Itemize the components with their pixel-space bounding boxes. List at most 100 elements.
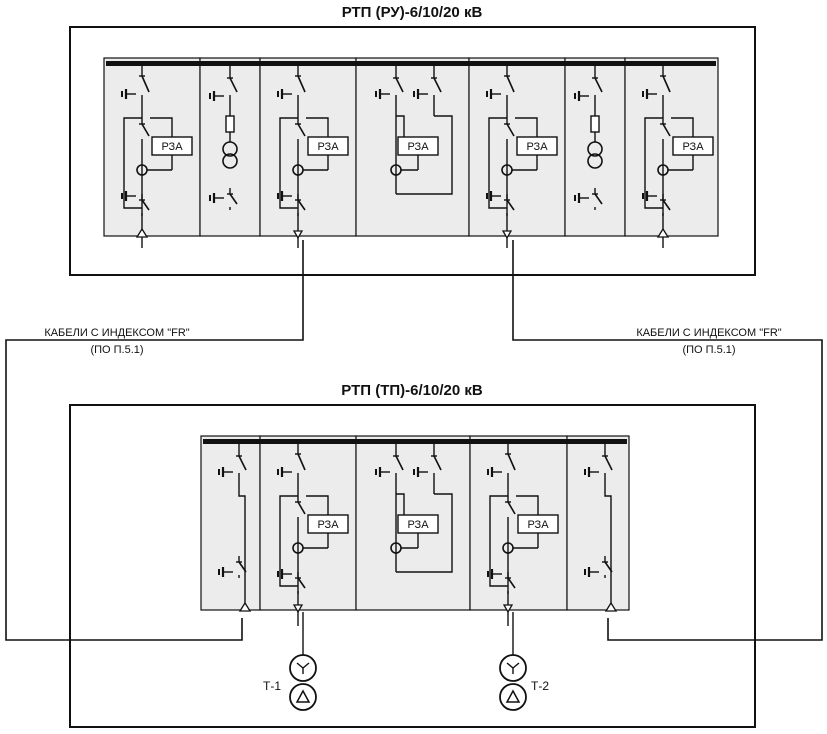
rza-relay-box: РЗА	[516, 136, 558, 156]
transformer-winding-lv-icon	[289, 683, 317, 711]
earth-switch	[121, 89, 136, 99]
busbar	[203, 439, 627, 444]
disconnector	[602, 450, 613, 476]
transformer-2: Т-2	[499, 612, 549, 711]
bottom-switchgear: РЗА РЗА РЗА	[200, 435, 630, 626]
panel-line-rza-1: РЗА	[103, 57, 201, 248]
transformer-1: Т-1	[263, 612, 317, 711]
rza-relay-box: РЗА	[397, 136, 439, 156]
disconnector	[393, 72, 404, 98]
rza-label: РЗА	[317, 141, 339, 153]
voltage-transformer-icon	[587, 153, 603, 169]
panel-cell	[564, 57, 626, 237]
earth-blade	[504, 194, 515, 216]
panel-line-rza-2: РЗА	[259, 435, 357, 626]
panel-isol-1	[200, 435, 261, 612]
earth-switch	[218, 567, 233, 577]
panel-cell	[199, 57, 261, 237]
delta-icon	[295, 689, 311, 703]
disconnector	[295, 448, 306, 476]
rza-relay-box: РЗА	[672, 136, 714, 156]
earth-switch	[413, 467, 428, 477]
rza-relay-box: РЗА	[151, 136, 193, 156]
fuse-icon	[590, 115, 600, 133]
panel-vt-2	[199, 57, 261, 237]
rza-label: РЗА	[317, 519, 339, 531]
circuit-breaker	[295, 118, 306, 142]
panel-sect-rza-3: РЗА	[355, 435, 471, 611]
earth-switch	[486, 191, 501, 201]
earth-switch	[486, 89, 501, 99]
fuse-icon	[225, 115, 235, 133]
circuit-breaker	[505, 496, 516, 520]
panel-line-rza-4: РЗА	[469, 435, 568, 626]
top-station-title: РТП (РУ)-6/10/20 кВ	[342, 4, 483, 21]
earth-switch	[218, 467, 233, 477]
earth-blade	[602, 556, 613, 578]
top-station: РТП (РУ)-6/10/20 кВ РЗА РЗА РЗА РЗА РЗА	[69, 4, 756, 276]
earth-switch	[375, 89, 390, 99]
earth-switch	[413, 89, 428, 99]
earth-blade	[592, 188, 603, 210]
rza-relay-box: РЗА	[307, 136, 349, 156]
panel-vt-6	[564, 57, 626, 237]
voltage-transformer-icon	[222, 141, 238, 157]
earth-switch	[584, 467, 599, 477]
disconnector	[236, 450, 247, 476]
earth-switch	[584, 567, 599, 577]
top-switchgear: РЗА РЗА РЗА РЗА РЗА	[103, 57, 719, 248]
earth-switch	[642, 89, 657, 99]
earth-switch	[277, 191, 292, 201]
disconnector	[505, 448, 516, 476]
delta-icon	[505, 689, 521, 703]
earth-blade	[139, 194, 150, 216]
cable-note-left-line2: (ПО П.5.1)	[90, 344, 143, 356]
panel-line-rza-3: РЗА	[259, 57, 357, 248]
earth-switch	[574, 91, 589, 101]
earth-switch	[642, 191, 657, 201]
cable-termination-icon	[135, 227, 149, 238]
voltage-transformer-icon	[222, 153, 238, 169]
cable-termination-icon	[656, 227, 670, 238]
voltage-transformer-icon	[587, 141, 603, 157]
circuit-breaker	[660, 118, 671, 142]
earth-switch	[277, 467, 292, 477]
disconnector	[227, 72, 238, 98]
earth-blade	[236, 556, 247, 578]
earth-blade	[295, 194, 306, 216]
rza-label: РЗА	[407, 519, 429, 531]
disconnector	[431, 72, 442, 98]
rza-relay-box: РЗА	[397, 514, 439, 534]
earth-switch	[375, 467, 390, 477]
rza-relay-box: РЗА	[517, 514, 559, 534]
rza-label: РЗА	[682, 141, 704, 153]
earth-switch	[277, 569, 292, 579]
cable-note-right-line1: КАБЕЛИ С ИНДЕКСОМ "FR"	[636, 327, 781, 339]
cable-termination-icon	[292, 604, 304, 614]
disconnector	[139, 70, 150, 98]
cable-note-right-line2: (ПО П.5.1)	[682, 344, 735, 356]
rza-label: РЗА	[526, 141, 548, 153]
transformer-label: Т-2	[531, 679, 549, 693]
cable-termination-icon	[292, 230, 304, 240]
cable-left	[5, 240, 304, 641]
disconnector	[431, 450, 442, 476]
cable-right	[512, 240, 823, 641]
cable-termination-icon	[502, 604, 514, 614]
cable-termination-icon	[501, 230, 513, 240]
earth-blade	[505, 572, 516, 594]
earth-switch	[487, 569, 502, 579]
earth-blade	[295, 572, 306, 594]
bottom-station-frame	[69, 404, 756, 728]
disconnector	[504, 70, 515, 98]
panel-cell	[200, 435, 261, 611]
earth-blade	[227, 188, 238, 210]
cable-note-right: КАБЕЛИ С ИНДЕКСОМ "FR" (ПО П.5.1)	[636, 327, 781, 356]
circuit-breaker	[295, 496, 306, 520]
cable-note-left: КАБЕЛИ С ИНДЕКСОМ "FR" (ПО П.5.1)	[44, 327, 189, 356]
earth-switch	[277, 89, 292, 99]
rza-label: РЗА	[407, 141, 429, 153]
